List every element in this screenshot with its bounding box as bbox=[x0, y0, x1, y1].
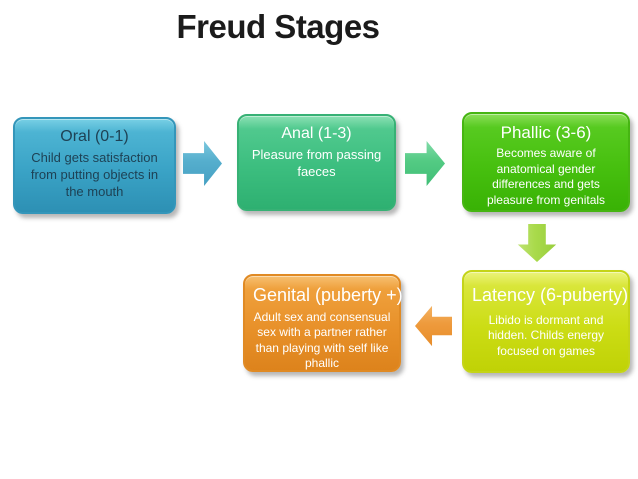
stage-heading-oral: Oral (0-1) bbox=[60, 128, 129, 145]
stage-box-genital: Genital (puberty +) Adult sex and consen… bbox=[243, 274, 403, 372]
stage-description-oral: Child gets satisfaction from putting obj… bbox=[30, 150, 159, 199]
arrow-phallic-to-latency-icon bbox=[517, 224, 557, 262]
stage-description-anal: Pleasure from passing faeces bbox=[251, 147, 382, 179]
stage-heading-anal: Anal (1-3) bbox=[281, 125, 352, 142]
slide-title: Freud Stages bbox=[176, 8, 380, 45]
stage-box-oral: Oral (0-1) Child gets satisfaction from … bbox=[13, 117, 176, 214]
arrow-anal-to-phallic-icon bbox=[405, 140, 445, 187]
arrow-oral-to-anal-icon bbox=[183, 140, 222, 187]
stage-box-latency: Latency (6-puberty) Libido is dormant an… bbox=[462, 270, 630, 373]
stage-description-latency: Libido is dormant and hidden. Childs ene… bbox=[487, 312, 605, 358]
stage-description-genital: Adult sex and consensual sex with a part… bbox=[253, 309, 391, 371]
stage-box-anal: Anal (1-3) Pleasure from passing faeces bbox=[237, 114, 396, 211]
arrow-latency-to-genital-icon bbox=[415, 305, 452, 347]
stage-heading-genital: Genital (puberty +) bbox=[253, 285, 403, 305]
stage-description-phallic: Becomes aware of anatomical gender diffe… bbox=[486, 146, 606, 208]
stage-heading-latency: Latency (6-puberty) bbox=[472, 285, 629, 305]
stage-heading-phallic: Phallic (3-6) bbox=[500, 123, 592, 142]
stage-box-phallic: Phallic (3-6) Becomes aware of anatomica… bbox=[462, 112, 630, 212]
